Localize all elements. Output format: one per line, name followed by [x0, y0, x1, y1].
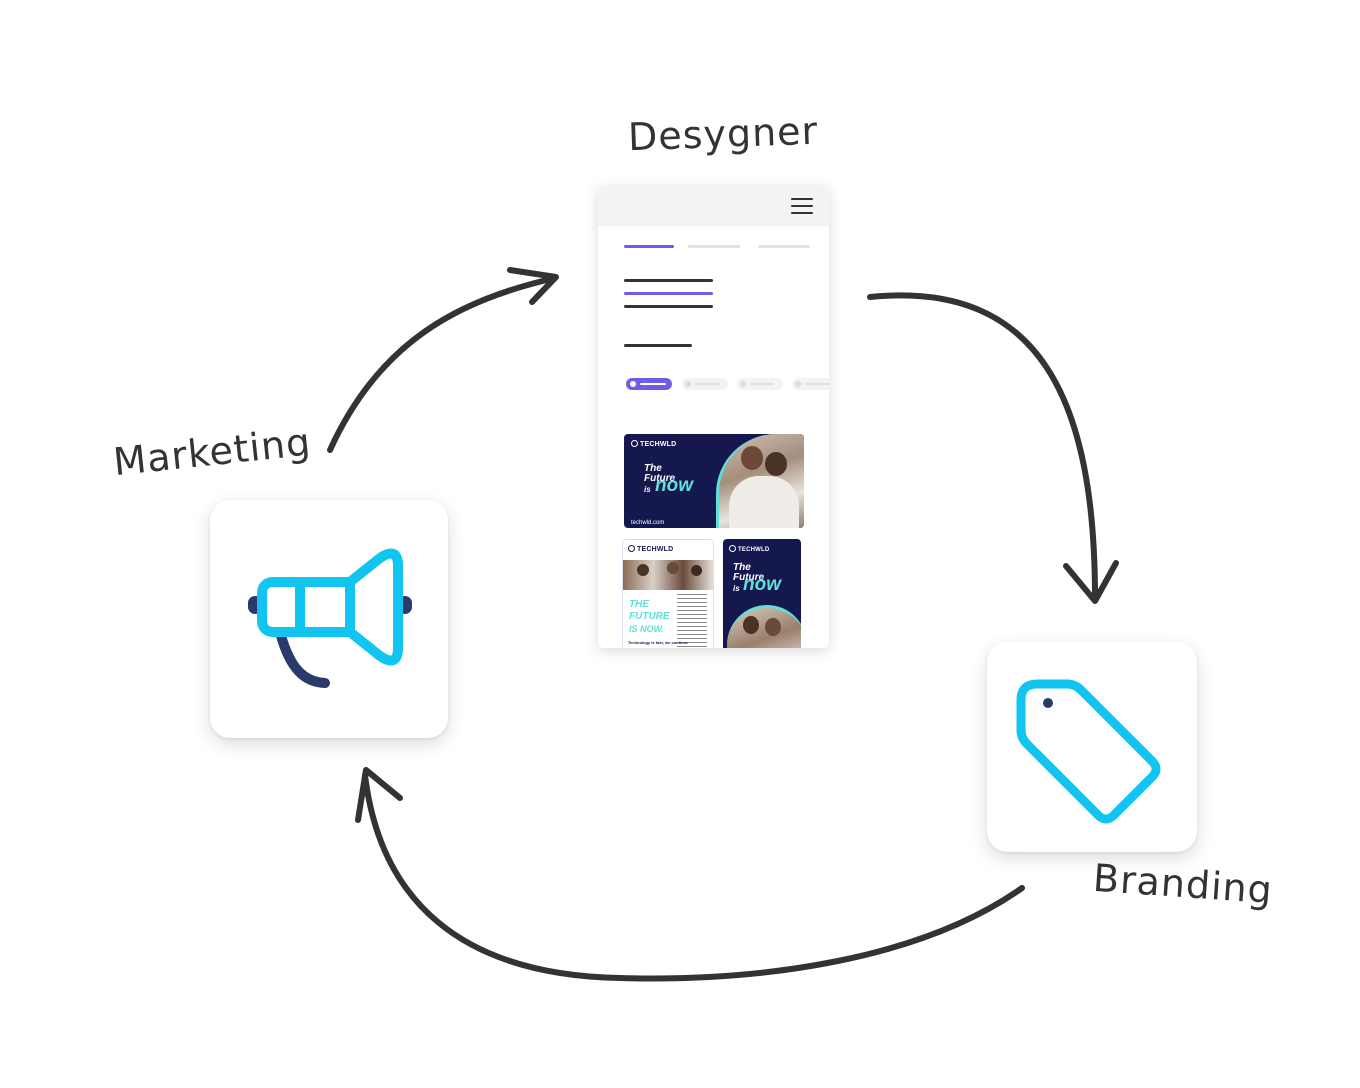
- people-photo: [623, 560, 713, 590]
- brand-logo: TECHWLD: [631, 440, 676, 448]
- arrow-head-2: [1063, 560, 1119, 604]
- template-story[interactable]: TECHWLD The Future is now: [723, 539, 801, 648]
- arrow-head-3: [355, 767, 403, 823]
- text-line: [624, 344, 692, 347]
- filter-chip[interactable]: [682, 378, 728, 390]
- filter-chip[interactable]: [737, 378, 783, 390]
- template-banner-landscape[interactable]: TECHWLD The Future is now techwld.com: [624, 434, 804, 528]
- phone-header: [598, 186, 829, 226]
- url-text: techwld.com: [631, 520, 665, 526]
- headline-is-now: IS NOW.: [629, 624, 664, 634]
- filter-chip-active[interactable]: [626, 378, 672, 390]
- headline-is: is: [644, 485, 651, 494]
- megaphone-icon: [248, 548, 412, 688]
- filter-chip[interactable]: [792, 378, 829, 390]
- brand-logo: TECHWLD: [729, 545, 769, 553]
- arrow-branding-to-marketing: [362, 772, 1025, 982]
- tab-active-indicator[interactable]: [624, 245, 674, 248]
- headline-the: The: [733, 562, 751, 573]
- brand-logo: TECHWLD: [628, 545, 673, 553]
- arrow-desygner-to-branding: [867, 292, 1098, 601]
- tag-icon: [1016, 679, 1161, 824]
- text-line: [624, 279, 713, 282]
- phone-mockup: TECHWLD The Future is now techwld.com TE…: [598, 186, 829, 648]
- body-text-column: [677, 594, 707, 648]
- marketing-card: [210, 500, 448, 738]
- headline-future: FUTURE: [629, 611, 670, 622]
- arrow-head-1: [507, 267, 559, 305]
- template-document[interactable]: TECHWLD THE FUTURE IS NOW. Technology is…: [622, 539, 714, 648]
- text-line: [624, 305, 713, 308]
- people-photo: [727, 605, 801, 648]
- desygner-label: Desygner: [627, 108, 819, 160]
- text-line-highlight: [624, 292, 713, 295]
- headline-the: THE: [629, 599, 649, 610]
- arrow-marketing-to-desygner: [327, 275, 558, 453]
- headline-now: now: [655, 475, 693, 496]
- tab-placeholder[interactable]: [758, 245, 810, 248]
- people-photo: [716, 434, 804, 528]
- caption-text: Technology is fast, we continue: [628, 640, 689, 645]
- headline-is: is: [733, 584, 740, 593]
- branding-card: [987, 642, 1197, 852]
- tab-placeholder[interactable]: [688, 245, 740, 248]
- headline-the: The: [644, 463, 662, 474]
- headline-future: Future: [644, 473, 676, 484]
- headline-future: Future: [733, 572, 765, 583]
- hamburger-menu-icon[interactable]: [791, 198, 813, 214]
- headline-now: now: [743, 574, 781, 595]
